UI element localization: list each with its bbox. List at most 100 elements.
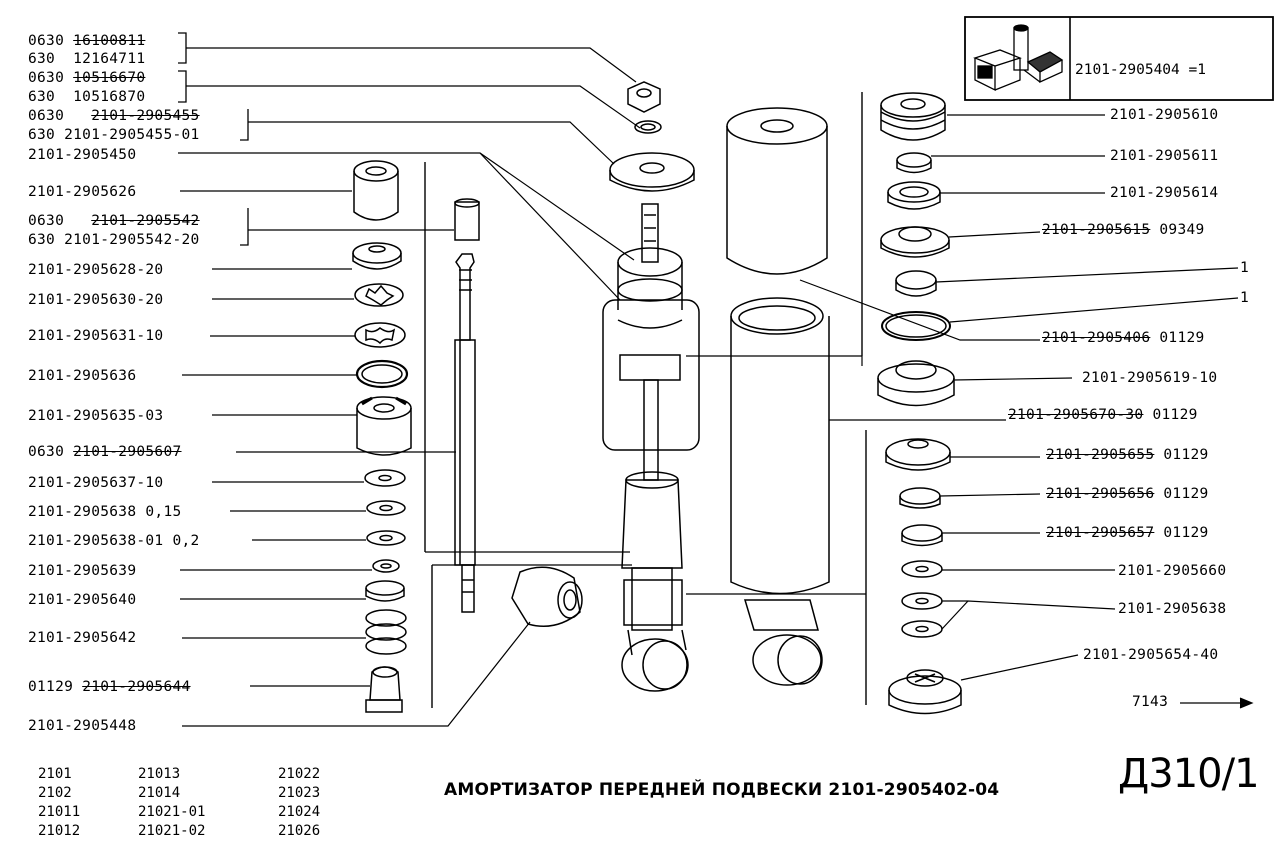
part-number: 10516670 — [73, 70, 146, 86]
quantity-code: 0630 — [28, 108, 92, 124]
right-part-label: 2101-2905655 01129 — [1046, 447, 1209, 463]
kit-package-icon — [973, 24, 1064, 92]
part-number: 1 — [1240, 260, 1250, 276]
model-code: 21013 — [138, 766, 181, 782]
part-number: 2101-2905455-01 — [64, 127, 200, 143]
part-number: 2101-2905654-40 — [1083, 647, 1219, 663]
right-part-label: 2101-2905654-40 — [1083, 647, 1218, 663]
part-number: 2101-2905638 0,15 — [28, 504, 182, 520]
left-part-label: 01129 2101-2905644 — [28, 679, 191, 695]
part-number: 2101-2905607 — [73, 444, 182, 460]
left-part-label: 2101-2905638 0,15 — [28, 504, 182, 520]
part-suffix: 01129 — [1150, 330, 1205, 346]
model-code: 21011 — [38, 804, 81, 820]
model-code: 21021-01 — [138, 804, 206, 820]
part-number: 2101-2905637-10 — [28, 475, 164, 491]
part-number: 2101-2905542-20 — [64, 232, 200, 248]
part-number: 2101-2905611 — [1110, 148, 1219, 164]
part-number: 2101-2905636 — [28, 368, 137, 384]
left-part-label: 630 10516870 — [28, 89, 145, 105]
model-code: 21014 — [138, 785, 181, 801]
quantity-code: 0630 — [28, 213, 92, 229]
left-part-label: 2101-2905626 — [28, 184, 136, 200]
part-suffix: 01129 — [1143, 407, 1198, 423]
part-number: 10516870 — [73, 89, 146, 105]
model-code: 2102 — [38, 785, 72, 801]
right-parts — [877, 92, 962, 715]
part-number: 2101-2905448 — [28, 718, 137, 734]
kit-box — [964, 16, 1274, 101]
part-number: 2101-2905657 — [1046, 525, 1155, 541]
right-part-label: 2101-2905406 01129 — [1042, 330, 1205, 346]
left-part-label: 0630 16100811 — [28, 33, 145, 49]
part-number: 2101-2905626 — [28, 184, 137, 200]
left-part-label: 2101-2905638-01 0,2 — [28, 533, 200, 549]
model-code: 2101 — [38, 766, 72, 782]
quantity-code: 0630 — [28, 444, 74, 460]
part-suffix: 01129 — [1154, 447, 1209, 463]
part-suffix: 01129 — [1154, 486, 1209, 502]
left-part-label: 0630 2101-2905542 — [28, 213, 200, 229]
right-part-label: 2101-2905657 01129 — [1046, 525, 1209, 541]
left-part-label: 0630 2101-2905607 — [28, 444, 182, 460]
quantity-code: 630 — [28, 51, 74, 67]
part-number: 2101-2905542 — [91, 213, 200, 229]
right-part-label: 2101-2905638 — [1118, 601, 1226, 617]
right-part-label: 2101-2905615 09349 — [1042, 222, 1205, 238]
outer-cover — [726, 107, 830, 686]
left-part-label: 2101-2905628-20 — [28, 262, 163, 278]
left-part-label: 2101-2905637-10 — [28, 475, 163, 491]
part-number: 2101-2905631-10 — [28, 328, 164, 344]
quantity-code: 630 — [28, 127, 65, 143]
left-part-label: 2101-2905630-20 — [28, 292, 163, 308]
part-number: 2101-2905455 — [91, 108, 200, 124]
model-code: 21026 — [278, 823, 321, 839]
left-part-label: 2101-2905631-10 — [28, 328, 163, 344]
part-number: 2101-2905630-20 — [28, 292, 164, 308]
part-number: 2101-2905660 — [1118, 563, 1227, 579]
left-part-label: 2101-2905639 — [28, 563, 136, 579]
right-part-label: 1 — [1240, 290, 1249, 306]
shock-absorber-main — [602, 203, 700, 692]
diagram-title: АМОРТИЗАТОР ПЕРЕДНЕЙ ПОДВЕСКИ 2101-29054… — [444, 780, 1000, 800]
quantity-code: 0630 — [28, 70, 74, 86]
part-number: 2101-2905610 — [1110, 107, 1219, 123]
quantity-code: 630 — [28, 232, 65, 248]
model-code: 21021-02 — [138, 823, 206, 839]
left-parts — [352, 160, 480, 713]
model-code: 21024 — [278, 804, 321, 820]
model-code: 21022 — [278, 766, 321, 782]
part-number: 2101-2905628-20 — [28, 262, 164, 278]
left-part-label: 2101-2905636 — [28, 368, 136, 384]
bracket-lines — [178, 32, 249, 246]
right-part-label: 2101-2905670-30 01129 — [1008, 407, 1198, 423]
left-part-label: 2101-2905635-03 — [28, 408, 163, 424]
eye-bushing — [511, 566, 583, 627]
part-suffix: 09349 — [1150, 222, 1205, 238]
left-part-label: 0630 2101-2905455 — [28, 108, 200, 124]
left-part-label: 2101-2905448 — [28, 718, 136, 734]
left-part-label: 0630 10516670 — [28, 70, 145, 86]
part-number: 2101-2905635-03 — [28, 408, 164, 424]
model-code: 21023 — [278, 785, 321, 801]
part-number: 2101-2905656 — [1046, 486, 1155, 502]
figure-ref: 7143 — [1132, 694, 1169, 710]
part-number: 2101-2905670-30 — [1008, 407, 1144, 423]
left-part-label: 2101-2905450 — [28, 147, 136, 163]
top-center-parts — [609, 81, 695, 192]
quantity-code: 630 — [28, 89, 74, 105]
part-number: 2101-2905450 — [28, 147, 137, 163]
piston-rod — [454, 253, 476, 613]
left-part-label: 630 2101-2905455-01 — [28, 127, 200, 143]
part-suffix: 01129 — [1154, 525, 1209, 541]
part-number: 2101-2905642 — [28, 630, 137, 646]
part-number: 2101-2905644 — [82, 679, 191, 695]
part-number: 2101-2905614 — [1110, 185, 1219, 201]
part-number: 2101-2905640 — [28, 592, 137, 608]
kit-label: 2101-2905404 =1 — [1075, 62, 1206, 78]
part-number: 12164711 — [73, 51, 146, 67]
left-part-label: 2101-2905640 — [28, 592, 136, 608]
right-part-label: 2101-2905660 — [1118, 563, 1226, 579]
